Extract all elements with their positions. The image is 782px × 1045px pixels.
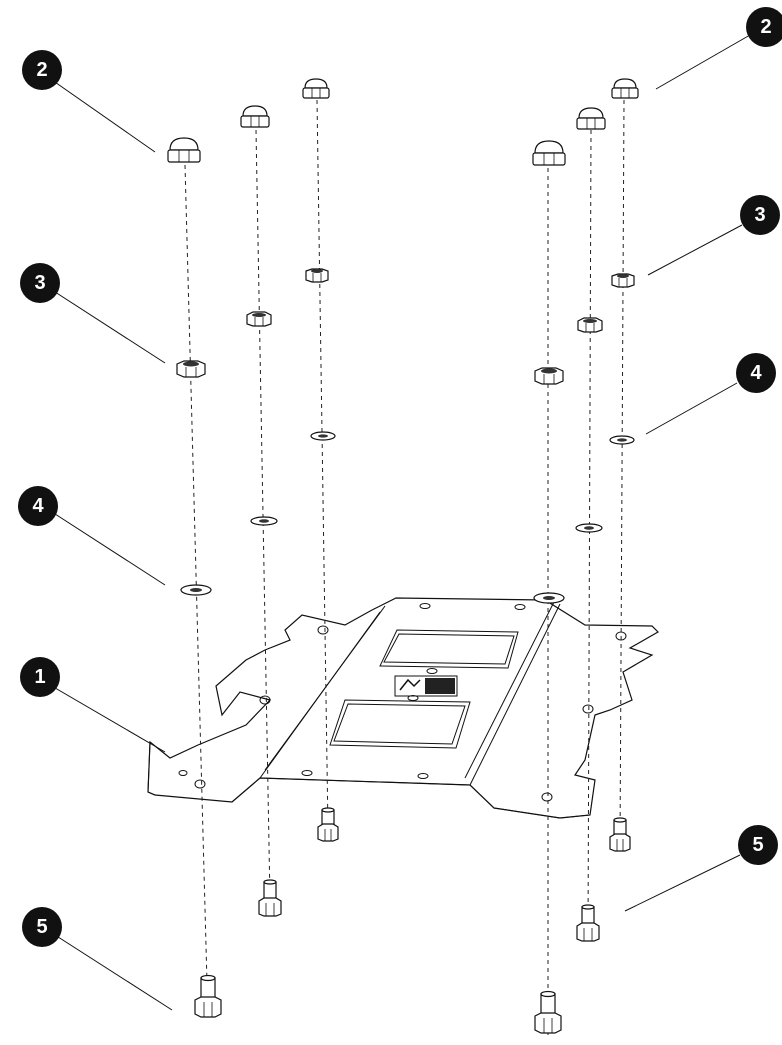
hex-nut	[176, 360, 206, 378]
cap-nut	[167, 137, 201, 163]
washer	[180, 584, 212, 596]
callout-2-right-label: 2	[760, 16, 771, 38]
callout-4-left-label: 4	[32, 495, 44, 517]
callout-5-left-label: 5	[36, 916, 47, 938]
hex-nut	[305, 268, 329, 283]
cap-nut	[532, 140, 566, 166]
callout-5-left: 5	[22, 907, 62, 947]
cap-nut	[576, 107, 606, 130]
callout-4-left: 4	[18, 486, 58, 526]
bolt	[609, 817, 631, 852]
callout-3-left: 3	[20, 263, 60, 303]
cap-nut	[302, 78, 330, 99]
washer	[575, 523, 603, 533]
hex-nut	[246, 311, 272, 327]
assembly-axes	[184, 99, 625, 1035]
bolt-group	[194, 807, 631, 1034]
hex-nut-group	[176, 268, 635, 385]
cap-nut	[611, 78, 639, 99]
washer	[533, 592, 565, 604]
cap-nut-group	[167, 78, 639, 166]
washer	[250, 516, 278, 526]
washer	[310, 431, 336, 441]
bolt	[258, 879, 282, 917]
callout-1-label: 1	[34, 666, 45, 688]
callout-2-right: 2	[746, 7, 782, 47]
bolt	[317, 807, 339, 842]
hex-nut	[534, 367, 564, 385]
mounting-plate	[147, 597, 659, 819]
leader-lines	[49, 34, 751, 1011]
bolt	[576, 904, 600, 942]
washer-group	[180, 431, 635, 604]
callout-3-right-label: 3	[754, 204, 765, 226]
bolt	[194, 974, 222, 1018]
callout-5-right: 5	[738, 825, 778, 865]
washer	[609, 435, 635, 445]
callout-5-right-label: 5	[752, 834, 763, 856]
hex-nut	[611, 273, 635, 288]
hex-nut	[577, 317, 603, 333]
callout-3-left-label: 3	[34, 272, 45, 294]
callout-4-right-label: 4	[750, 362, 762, 384]
callout-2-left-label: 2	[36, 59, 47, 81]
callout-2-left: 2	[22, 50, 62, 90]
bolt	[534, 990, 562, 1034]
callout-4-right: 4	[736, 353, 776, 393]
cap-nut	[240, 105, 270, 128]
callout-3-right: 3	[740, 195, 780, 235]
callout-1: 1	[20, 657, 60, 697]
